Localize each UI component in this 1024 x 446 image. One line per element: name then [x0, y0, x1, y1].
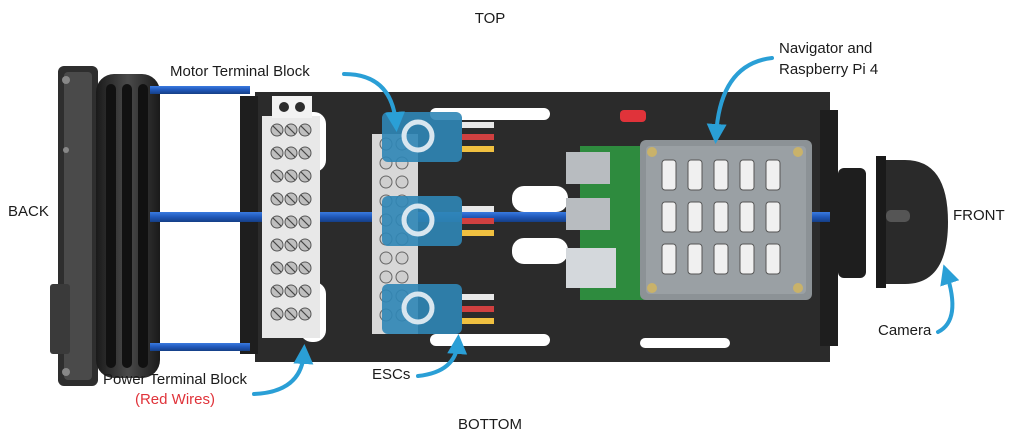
label-top: TOP [474, 10, 506, 27]
screw-slot [272, 125, 282, 135]
esc-body [382, 196, 462, 246]
arrow-camera [936, 264, 960, 334]
port-connector [739, 159, 755, 191]
screw-slot [286, 240, 296, 250]
label-bottom: BOTTOM [458, 416, 522, 433]
port-connector [661, 243, 677, 275]
esc-wire [462, 218, 494, 224]
port-connector [687, 243, 703, 275]
screw-slot [272, 240, 282, 250]
screw-slot [272, 263, 282, 273]
esc-wire [462, 206, 494, 212]
port-connector [687, 201, 703, 233]
screw-slot [272, 194, 282, 204]
screw-slot [286, 148, 296, 158]
esc-wire [462, 318, 494, 324]
port-connector [713, 201, 729, 233]
screw-icon [379, 175, 393, 189]
screw-icon [379, 251, 393, 265]
port-connector [765, 243, 781, 275]
back-end-cap [50, 66, 160, 386]
esc-logo [401, 119, 435, 153]
port-connector [713, 243, 729, 275]
screw-slot [272, 171, 282, 181]
screw-slot [300, 240, 310, 250]
screw-slot [300, 171, 310, 181]
esc-wire [462, 146, 494, 152]
port-connector [661, 201, 677, 233]
label-red-wires: (Red Wires) [134, 391, 215, 408]
label-escs: ESCs [372, 366, 411, 383]
esc-logo [401, 203, 435, 237]
label-navigator-line2: Raspberry Pi 4 [779, 61, 879, 78]
navigator-ports [661, 159, 781, 275]
esc-wire [462, 294, 494, 300]
screw-slot [286, 309, 296, 319]
screw-icon [379, 270, 393, 284]
arrow-power-terminal [252, 344, 314, 396]
esc-body [382, 284, 462, 334]
port-connector [739, 201, 755, 233]
port-connector [713, 159, 729, 191]
screw-slot [286, 125, 296, 135]
screw-slot [286, 217, 296, 227]
screw-slot [300, 263, 310, 273]
label-camera: Camera [878, 322, 932, 339]
label-back: BACK [8, 203, 49, 220]
screw-slot [272, 309, 282, 319]
label-navigator-line1: Navigator and [779, 40, 873, 57]
screw-slot [286, 194, 296, 204]
arrow-navigator [706, 56, 774, 144]
screw-slot [300, 125, 310, 135]
esc-logo [401, 291, 435, 325]
screw-slot [300, 217, 310, 227]
screw-slot [300, 194, 310, 204]
label-front: FRONT [953, 207, 1005, 224]
raspberry-pi-board [566, 146, 650, 300]
label-motor-terminal-block: Motor Terminal Block [170, 63, 310, 80]
screw-slot [272, 217, 282, 227]
blue-rods [150, 86, 830, 351]
screw-slot [272, 148, 282, 158]
arrow-escs [416, 334, 468, 378]
screw-icon [395, 270, 409, 284]
port-connector [765, 159, 781, 191]
screw-icon [395, 251, 409, 265]
esc-wire [462, 134, 494, 140]
screw-icon [395, 175, 409, 189]
callout-arrows [252, 56, 960, 396]
arrow-motor-terminal [342, 72, 406, 132]
red-connector [620, 110, 646, 122]
screw-slot [286, 286, 296, 296]
screw-slot [300, 286, 310, 296]
esc-wire [462, 230, 494, 236]
esc-wire [462, 122, 494, 128]
esc-wire [462, 306, 494, 312]
power-terminal-screws [270, 123, 312, 321]
port-connector [661, 159, 677, 191]
port-connector [765, 201, 781, 233]
screw-slot [286, 171, 296, 181]
label-power-terminal-block: Power Terminal Block [103, 371, 247, 388]
port-connector [687, 159, 703, 191]
front-camera [838, 156, 948, 288]
screw-slot [300, 148, 310, 158]
screw-slot [300, 309, 310, 319]
screw-slot [286, 263, 296, 273]
screw-slot [272, 286, 282, 296]
port-connector [739, 243, 755, 275]
